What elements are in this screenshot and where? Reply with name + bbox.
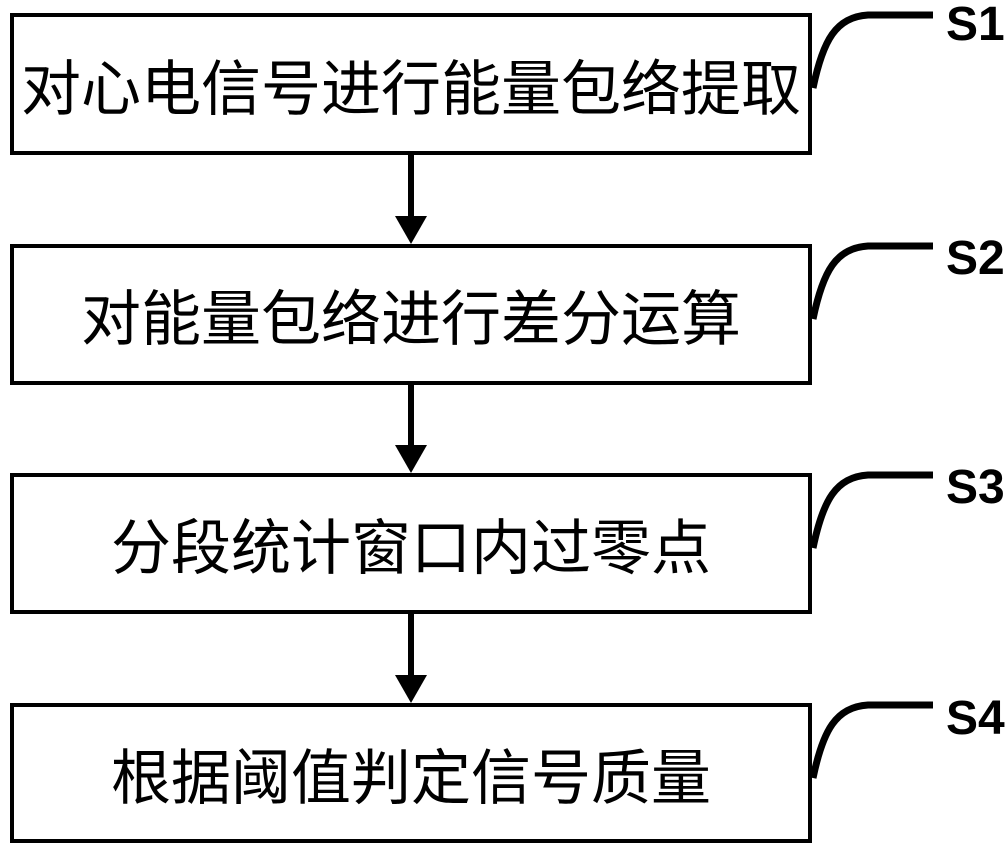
flow-step-label-2: 对能量包络进行差分运算: [81, 287, 741, 353]
down-arrow-icon-2: [395, 385, 427, 473]
flow-step-label-1: 对心电信号进行能量包络提取: [21, 56, 801, 123]
leader-curve-2: [809, 242, 933, 320]
step-id-label-2: S2: [946, 232, 1005, 285]
flow-step-label-4: 根据阈值判定信号质量: [111, 745, 711, 812]
down-arrow-icon-1: [395, 155, 427, 244]
leader-curve-1: [809, 11, 933, 89]
step-id-label-4: S4: [946, 692, 1005, 745]
leader-curve-3: [809, 471, 933, 549]
flow-step-label-3: 分段统计窗口内过零点: [111, 516, 711, 582]
flow-step-box-1: 对心电信号进行能量包络提取: [10, 13, 812, 155]
step-id-label-1: S1: [946, 0, 1005, 51]
step-id-label-3: S3: [946, 461, 1005, 514]
flow-step-box-2: 对能量包络进行差分运算: [10, 244, 812, 385]
down-arrow-icon-3: [395, 614, 427, 703]
flow-step-box-3: 分段统计窗口内过零点: [10, 473, 812, 614]
flow-step-box-4: 根据阈值判定信号质量: [10, 703, 812, 843]
leader-curve-4: [809, 701, 933, 779]
